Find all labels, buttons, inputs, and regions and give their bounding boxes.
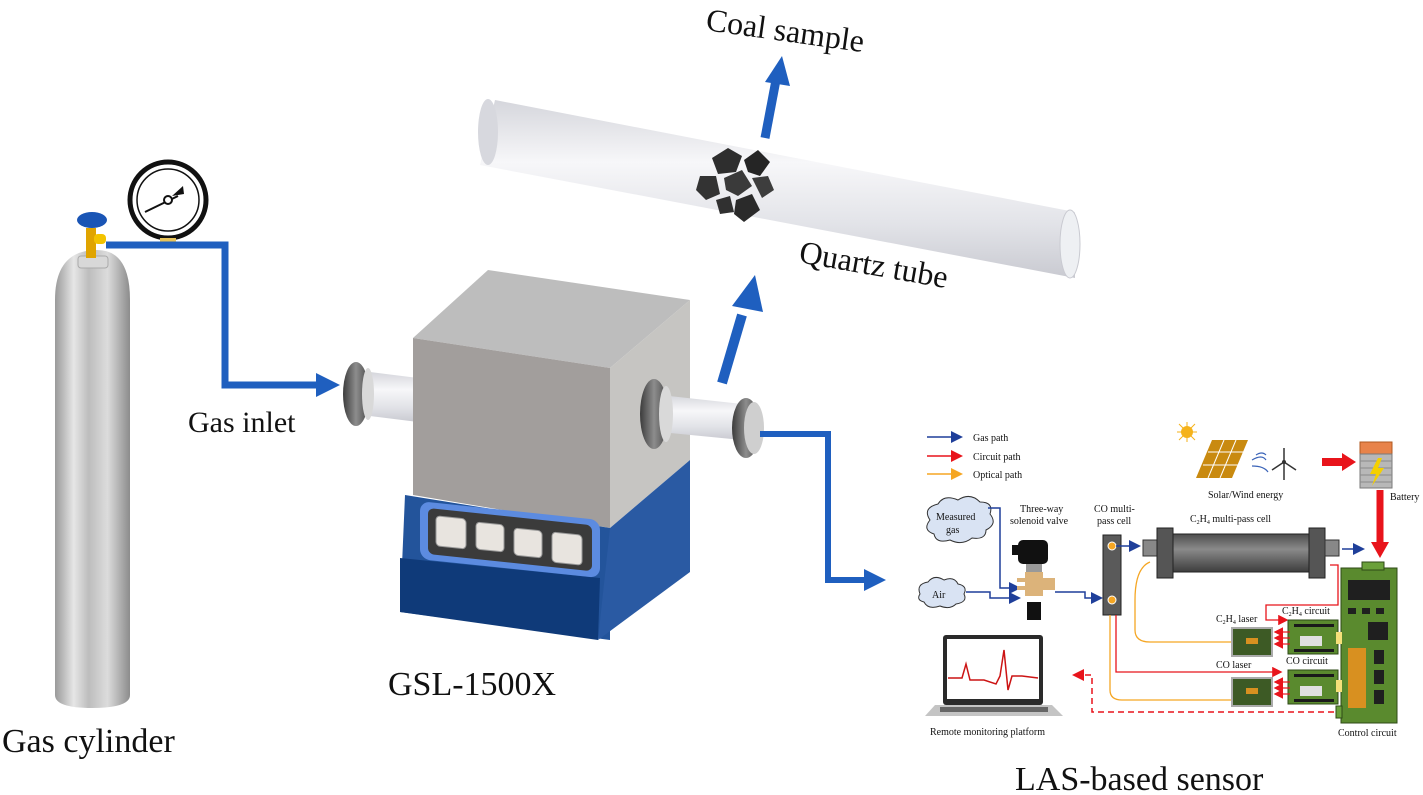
co-laser-label: CO laser [1216,660,1252,671]
co-laser [1231,677,1273,707]
energy-arrow-head-icon [1342,453,1356,471]
remote-platform-label: Remote monitoring platform [930,727,1045,738]
coal-pointer-arrow [760,79,781,139]
gas-inlet-label: Gas inlet [188,406,296,439]
valve-knob-icon [77,212,107,228]
zoom-arrow [717,313,747,385]
gas-line-outlet [760,431,868,583]
optical-fiber-co [1109,615,1260,701]
furnace-button[interactable] [435,515,467,550]
svg-text:gas: gas [946,525,959,536]
battery-label: Battery [1390,492,1419,503]
sensor-title-label: LAS-based sensor [1015,761,1264,795]
valve-label-2: solenoid valve [1010,516,1069,527]
solar-panel-icon [1177,422,1248,479]
gas-line-inlet [106,241,318,389]
control-circuit-board [1335,561,1398,724]
legend-item-optical-path: Optical path [927,468,1022,481]
furnace-model-label: GSL-1500X [388,666,556,703]
circuit-wire-co [1115,615,1283,678]
coal-sample-label: Coal sample [704,1,867,59]
co-cell-label-2: pass cell [1097,516,1131,527]
co-circuit-label: CO circuit [1286,656,1328,667]
c2h4-laser-label: C2H4 laser [1216,614,1258,626]
svg-text:Optical path: Optical path [973,470,1022,481]
c2h4-cell-label: C2H4 multi-pass cell [1190,514,1271,526]
co-circuit-board [1287,669,1339,705]
laptop-icon [925,635,1063,716]
solar-wind-label: Solar/Wind energy [1208,490,1283,501]
air-cloud: Air [918,576,966,609]
c2h4-circuit-board [1287,619,1339,655]
battery-arrow-head-icon [1371,542,1389,558]
wind-turbine-icon [1251,448,1297,480]
gas-inlet-arrow-icon [316,373,340,397]
coal-pointer-arrow-head-icon [765,56,790,86]
furnace-button[interactable] [551,531,583,566]
c2h4-multipass-cell [1142,527,1340,579]
gas-cylinder [55,212,130,708]
battery-icon [1359,441,1393,489]
legend-item-circuit-path: Circuit path [927,450,1021,463]
furnace-button[interactable] [513,527,543,559]
solenoid-valve [1012,540,1055,620]
remote-link-dashed-path [1072,669,1334,713]
optical-fiber-c2h4 [1134,561,1260,643]
co-multipass-cell [1102,534,1122,616]
co-cell-label-1: CO multi- [1094,504,1135,515]
signal-waveform [948,649,1039,691]
tube-furnace [343,270,764,640]
valve-label-1: Three-way [1020,504,1063,515]
c2h4-laser [1231,627,1273,657]
pressure-gauge-icon [127,159,209,242]
gas-cylinder-label: Gas cylinder [2,723,175,760]
svg-text:Gas path: Gas path [973,433,1008,444]
furnace-buttons [435,515,583,566]
zoom-arrow-head-icon [732,275,763,312]
control-circuit-label: Control circuit [1338,728,1397,739]
quartz-tube [478,99,1081,279]
furnace-button[interactable] [475,521,505,553]
legend: Gas path Circuit path Optical path [927,431,1022,481]
gas-outlet-arrow-icon [864,569,886,591]
legend-item-gas-path: Gas path [927,431,1008,444]
svg-text:Measured: Measured [936,512,975,523]
coal-sample [696,148,774,222]
circuit-wire-c2h4 [1265,564,1339,626]
measured-gas-cloud: Measured gas [926,496,994,544]
c2h4-circuit-label: C2H4 circuit [1282,606,1330,618]
svg-text:Air: Air [932,590,946,601]
svg-text:Circuit path: Circuit path [973,452,1021,463]
